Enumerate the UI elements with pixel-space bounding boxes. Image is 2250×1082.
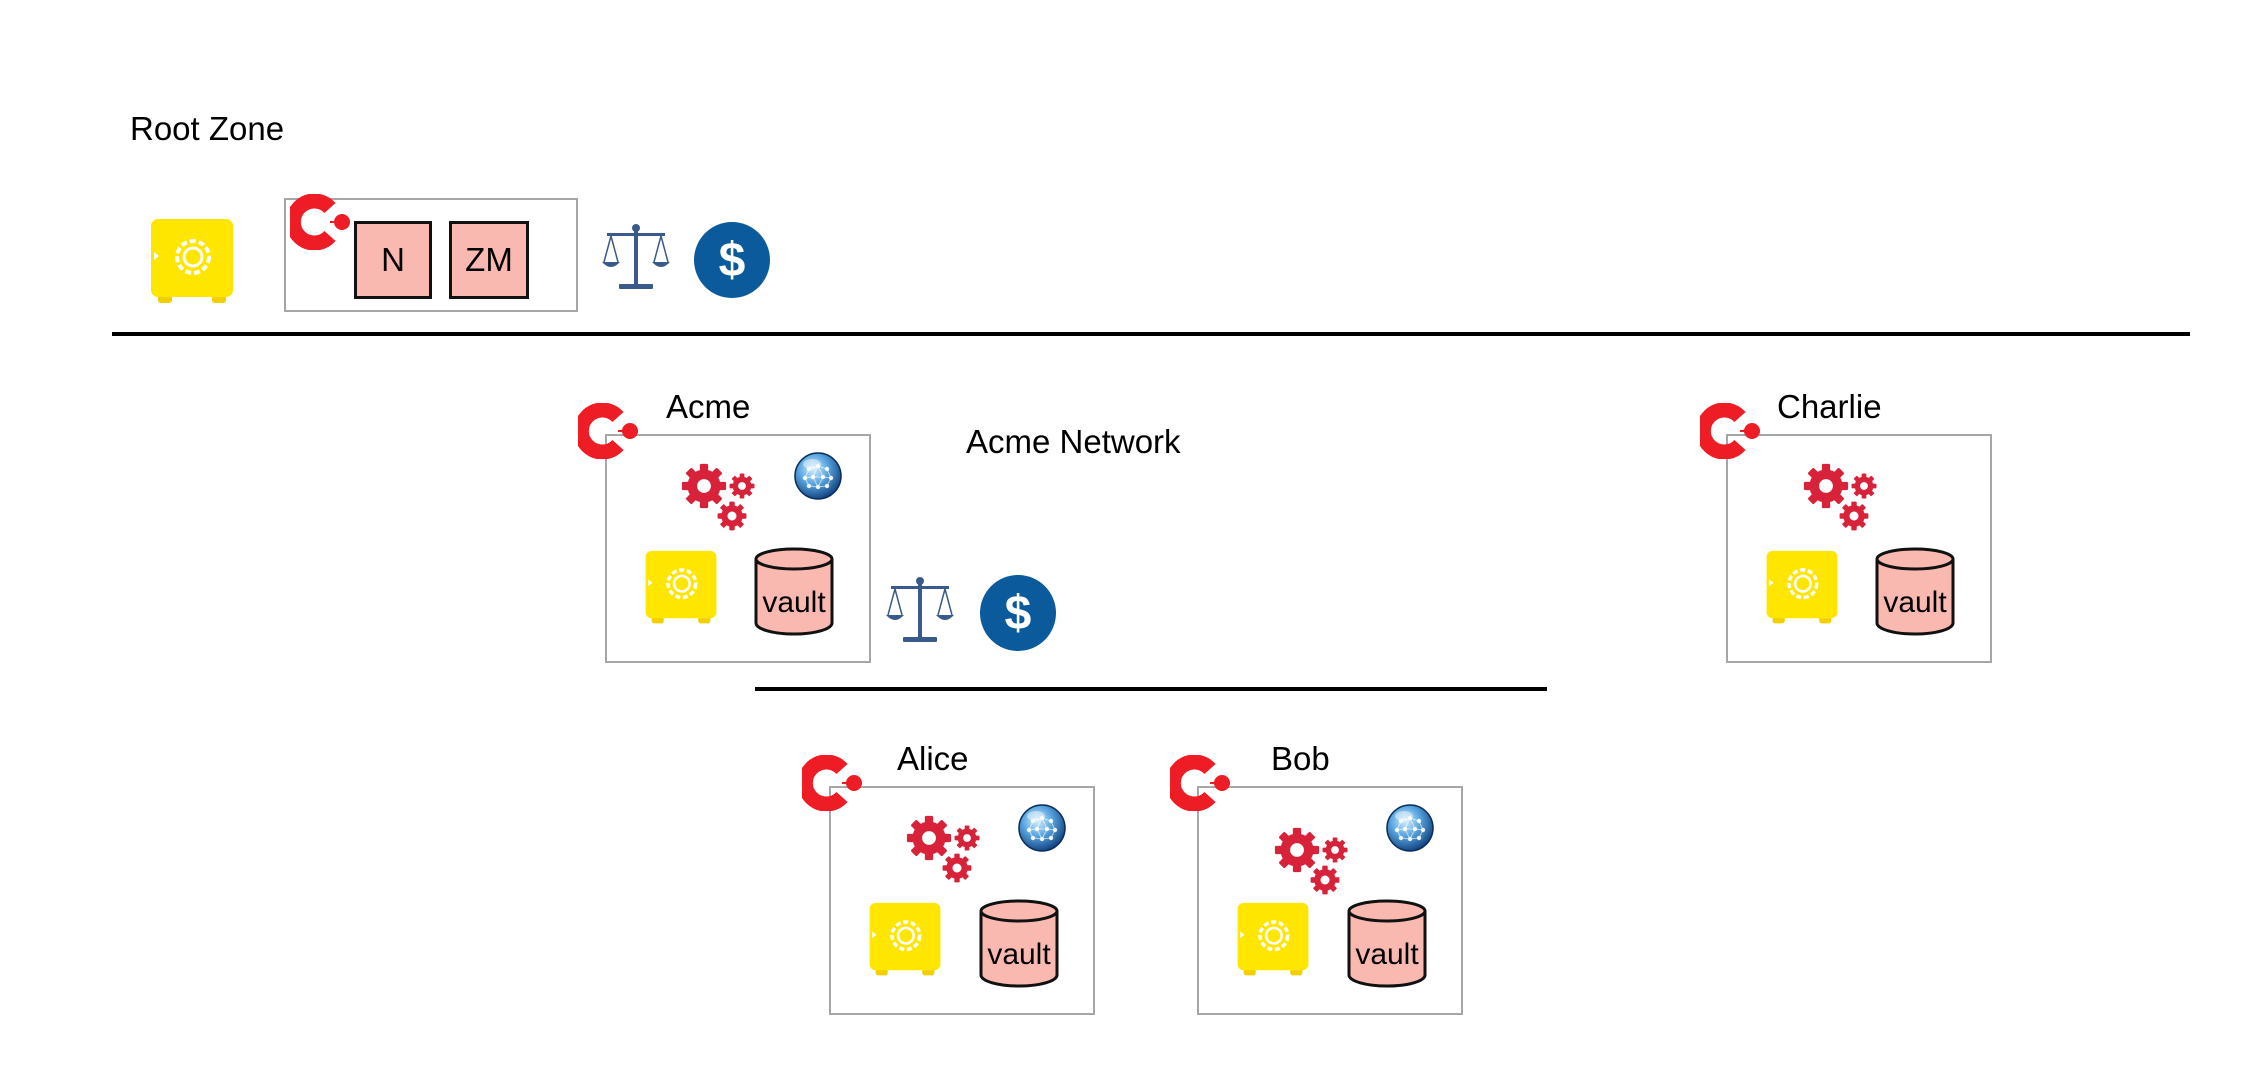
bob-safe-icon xyxy=(1234,902,1312,978)
bob-globe-icon xyxy=(1385,803,1435,853)
bob-corda-logo-icon xyxy=(1170,755,1234,811)
acme-gears-icon xyxy=(681,463,761,533)
alice-globe-icon xyxy=(1017,803,1067,853)
acme-vault-database-icon: vault xyxy=(754,546,834,638)
alice-gears-icon xyxy=(906,815,986,885)
acme-dollar-coin-icon xyxy=(980,575,1056,651)
root-safe-icon xyxy=(150,218,234,306)
root-zone-title: Root Zone xyxy=(130,110,285,147)
acme-node-name: Acme xyxy=(666,388,751,425)
bob-vault-database-icon: vault xyxy=(1347,898,1427,990)
acme-vault-label: vault xyxy=(762,586,826,619)
root-zone-divider xyxy=(112,332,2190,336)
bob-vault-label: vault xyxy=(1355,938,1419,971)
charlie-gears-icon xyxy=(1803,463,1883,533)
charlie-safe-icon xyxy=(1763,550,1841,626)
bob-gears-icon xyxy=(1274,827,1354,897)
charlie-node-name: Charlie xyxy=(1777,388,1882,425)
root-dollar-coin-icon xyxy=(694,222,770,298)
alice-safe-icon xyxy=(866,902,944,978)
root-scales-icon xyxy=(601,222,671,292)
charlie-corda-logo-icon xyxy=(1700,403,1764,459)
alice-corda-logo-icon xyxy=(802,755,866,811)
alice-node-name: Alice xyxy=(897,740,969,777)
zone-manager-key-zm: ZM xyxy=(449,221,529,299)
root-corda-logo-icon xyxy=(290,194,354,250)
acme-corda-logo-icon xyxy=(578,403,642,459)
acme-network-label: Acme Network xyxy=(966,423,1181,460)
charlie-vault-database-icon: vault xyxy=(1875,546,1955,638)
charlie-vault-label: vault xyxy=(1883,586,1947,619)
alice-vault-database-icon: vault xyxy=(979,898,1059,990)
acme-network-divider xyxy=(755,687,1547,691)
notary-key-n: N xyxy=(354,221,432,299)
acme-safe-icon xyxy=(642,550,720,626)
acme-scales-icon xyxy=(885,575,955,645)
bob-node-name: Bob xyxy=(1271,740,1330,777)
acme-globe-icon xyxy=(793,451,843,501)
alice-vault-label: vault xyxy=(987,938,1051,971)
